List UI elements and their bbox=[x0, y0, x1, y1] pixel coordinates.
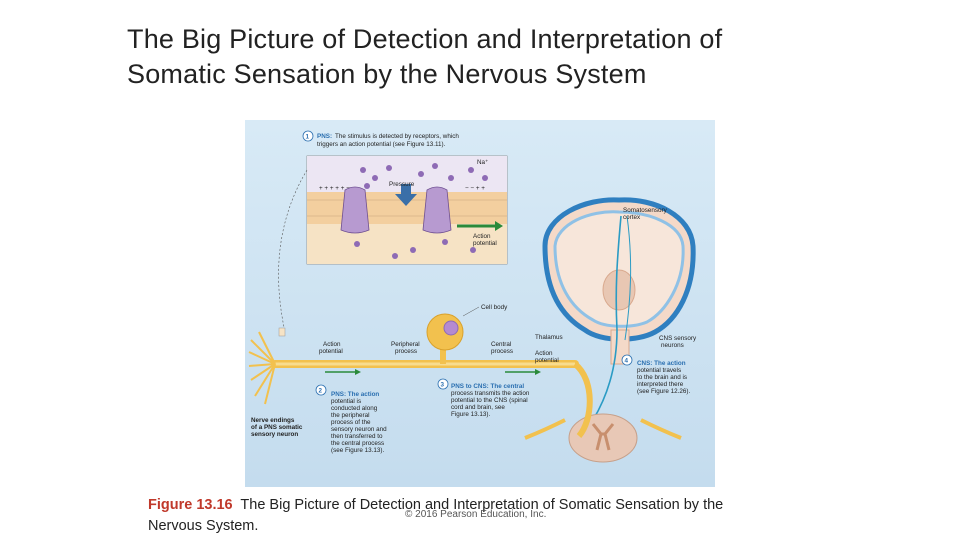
svg-text:(see Figure 13.13).: (see Figure 13.13). bbox=[331, 447, 384, 454]
svg-text:process of the: process of the bbox=[331, 419, 371, 426]
action-potential-arrow bbox=[457, 221, 503, 231]
svg-text:to the brain and is: to the brain and is bbox=[637, 374, 687, 381]
thalamus-label: Thalamus bbox=[535, 334, 563, 341]
peripheral-label-2: process bbox=[395, 348, 417, 355]
svg-text:of a PNS somatic: of a PNS somatic bbox=[251, 424, 303, 431]
step-2-callout: 2 PNS: The action potential is conducted… bbox=[315, 384, 387, 454]
svg-text:3: 3 bbox=[441, 382, 445, 389]
svg-text:cord and brain, see: cord and brain, see bbox=[451, 404, 505, 411]
caption-text-1: The Big Picture of Detection and Interpr… bbox=[240, 497, 724, 513]
svg-text:process transmits the action: process transmits the action bbox=[451, 390, 530, 397]
na-label: Na⁺ bbox=[477, 159, 488, 166]
copyright: © 2016 Pearson Education, Inc. bbox=[405, 509, 547, 520]
somatic-sensation-figure: + + + + + − − − + + Na⁺ Pressure Action … bbox=[245, 120, 715, 487]
svg-text:sensory neuron and: sensory neuron and bbox=[331, 426, 387, 433]
inset-connector bbox=[278, 169, 308, 333]
svg-text:interpreted there: interpreted there bbox=[637, 381, 684, 388]
cns-neurons-label-1: CNS sensory bbox=[659, 335, 697, 342]
sensory-neuron bbox=[248, 313, 593, 438]
svg-text:4: 4 bbox=[625, 358, 629, 365]
slide-title: The Big Picture of Detection and Interpr… bbox=[127, 22, 827, 92]
svg-text:potential travels: potential travels bbox=[637, 367, 681, 374]
sodium-ions bbox=[354, 163, 488, 259]
svg-text:(see Figure 12.26).: (see Figure 12.26). bbox=[637, 388, 690, 395]
svg-text:then transferred to: then transferred to bbox=[331, 433, 383, 440]
step-3-callout: 3 PNS to CNS: The central process transm… bbox=[437, 378, 530, 418]
svg-text:PNS to CNS: The central: PNS to CNS: The central bbox=[451, 383, 524, 390]
somatosensory-label-1: Somatosensory bbox=[623, 207, 668, 214]
caption-text-2: Nervous System. bbox=[148, 518, 259, 534]
svg-text:PNS: The action: PNS: The action bbox=[331, 391, 379, 398]
caption-line-1: Figure 13.16 The Big Picture of Detectio… bbox=[148, 495, 828, 516]
inset-ap-label-2: potential bbox=[473, 240, 497, 247]
ion-channel bbox=[340, 186, 452, 234]
svg-text:potential is: potential is bbox=[331, 398, 361, 405]
right-ap-label-1: Action bbox=[535, 350, 553, 357]
receptor-inset: + + + + + − − − + + Na⁺ Pressure Action … bbox=[306, 155, 508, 265]
right-ap-label-2: potential bbox=[535, 357, 559, 364]
svg-text:2: 2 bbox=[319, 388, 323, 395]
cns-pathway bbox=[592, 215, 622, 421]
svg-text:1: 1 bbox=[306, 134, 310, 141]
somatosensory-label-2: cortex bbox=[623, 214, 641, 221]
svg-text:triggers an action potential (: triggers an action potential (see Figure… bbox=[317, 141, 446, 148]
svg-text:conducted along: conducted along bbox=[331, 405, 378, 412]
svg-text:− − + +: − − + + bbox=[465, 185, 485, 192]
figure-caption: Figure 13.16 The Big Picture of Detectio… bbox=[148, 495, 828, 537]
svg-text:Figure 13.13).: Figure 13.13). bbox=[451, 411, 490, 418]
left-ap-label-1: Action bbox=[323, 341, 341, 348]
svg-text:The stimulus is detected by re: The stimulus is detected by receptors, w… bbox=[335, 133, 459, 140]
step-4-callout: 4 CNS: The action potential travels to t… bbox=[621, 354, 690, 395]
svg-text:the central process: the central process bbox=[331, 440, 384, 447]
peripheral-label-1: Peripheral bbox=[391, 341, 420, 348]
cell-body-label: Cell body bbox=[481, 304, 508, 311]
central-label-1: Central bbox=[491, 341, 511, 348]
brain-section bbox=[542, 197, 696, 365]
figure-number: Figure 13.16 bbox=[148, 497, 233, 513]
left-ap-label-2: potential bbox=[319, 348, 343, 355]
svg-text:PNS:: PNS: bbox=[317, 133, 332, 140]
ap-arrows bbox=[325, 369, 541, 375]
svg-text:sensory neuron: sensory neuron bbox=[251, 431, 298, 438]
slide-title-line-1: The Big Picture of Detection and Interpr… bbox=[127, 24, 723, 54]
svg-text:potential to the CNS (spinal: potential to the CNS (spinal bbox=[451, 397, 528, 404]
cns-neurons-label-2: neurons bbox=[661, 342, 684, 349]
step-1-callout: 1 PNS: The stimulus is detected by recep… bbox=[302, 130, 459, 148]
nerve-endings-label: Nerve endings of a PNS somatic sensory n… bbox=[251, 417, 303, 438]
central-label-2: process bbox=[491, 348, 513, 355]
svg-text:CNS: The action: CNS: The action bbox=[637, 360, 686, 367]
pressure-arrow bbox=[395, 184, 417, 206]
svg-text:the peripheral: the peripheral bbox=[331, 412, 370, 419]
svg-text:+ + + + + −: + + + + + − bbox=[319, 185, 350, 192]
svg-text:Nerve endings: Nerve endings bbox=[251, 417, 295, 424]
pressure-label: Pressure bbox=[389, 181, 415, 188]
slide-title-line-2: Somatic Sensation by the Nervous System bbox=[127, 59, 647, 89]
inset-ap-label-1: Action bbox=[473, 233, 491, 240]
